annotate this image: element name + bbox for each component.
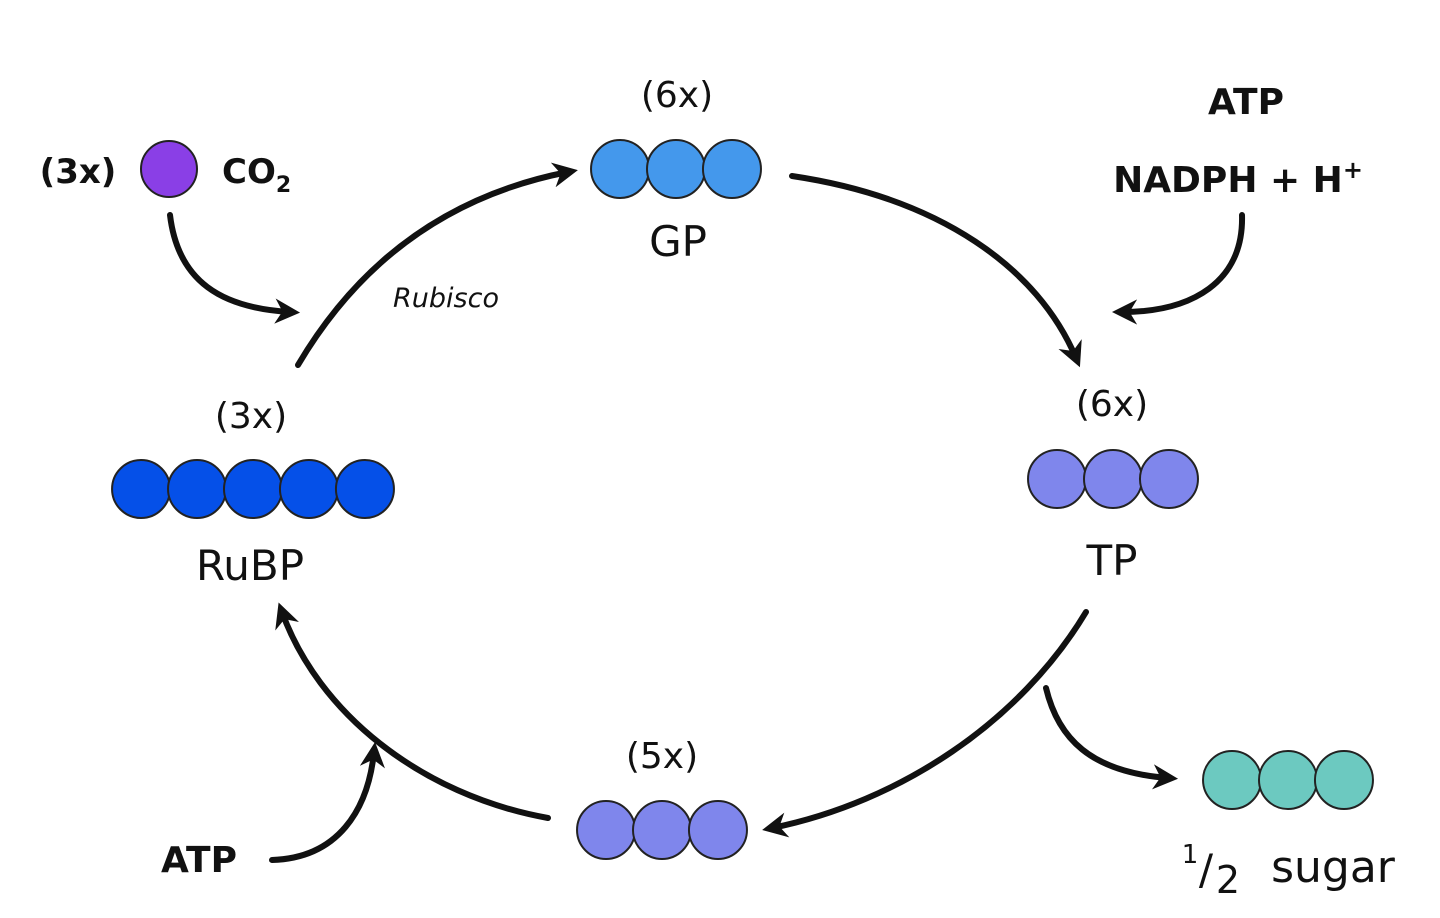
co2-carbon-circle (140, 140, 198, 198)
tp-count-label: (6x) (1076, 384, 1148, 425)
sugar-fraction-numerator: 1 (1182, 840, 1199, 870)
nadph-label: NADPH + H+ (1113, 156, 1363, 201)
rubp-carbon-circle (278, 459, 339, 519)
gp-count-label: (6x) (641, 75, 713, 116)
gp-carbon-circle (590, 139, 651, 199)
gp-label: GP (649, 217, 707, 266)
rubp-count-label: (3x) (215, 396, 287, 437)
rubp-label: RuBP (196, 541, 304, 590)
rubp-carbon-circle (223, 459, 283, 519)
regen-carbon-circle (632, 800, 692, 860)
sugar-carbon-circle (1258, 750, 1318, 810)
arrow-gp-to-tp (789, 173, 1082, 368)
cycle-arrows (167, 162, 1246, 863)
sugar-fraction-slash: / (1199, 845, 1214, 894)
gp-molecule (590, 139, 762, 199)
tp-carbon-circle (1027, 449, 1088, 509)
atp-top-label: ATP (1208, 82, 1284, 123)
arrow-tp-to-sugar (1043, 685, 1179, 790)
co2-subscript: 2 (276, 173, 291, 198)
sugar-label: sugar (1271, 842, 1396, 893)
tp-carbon-circle (1138, 449, 1199, 509)
tp-carbon-circle (1083, 449, 1143, 509)
tp-label: TP (1086, 536, 1138, 585)
enzyme-label: Rubisco (393, 283, 499, 314)
tp-molecule (1027, 449, 1199, 509)
regenerated-molecule (576, 800, 748, 860)
co2-count-label: (3x) (40, 152, 117, 192)
co2-molecule (140, 140, 198, 198)
rubp-molecule (111, 459, 395, 519)
arrow-co2-into-cycle (167, 212, 301, 324)
rubp-carbon-circle (167, 459, 228, 519)
atp-bottom-label: ATP (161, 840, 237, 881)
sugar-fraction-denominator: 2 (1216, 858, 1240, 902)
regen-carbon-circle (687, 800, 748, 860)
gp-carbon-circle (646, 139, 706, 199)
arrow-tp-to-regeneration (762, 609, 1089, 838)
sugar-carbon-circle (1313, 750, 1374, 810)
arrow-atp-into-cycle (269, 741, 385, 863)
arrow-atp-nadph-into-cycle (1111, 212, 1246, 325)
rubp-carbon-circle (334, 459, 395, 519)
arrow-regeneration-to-rubp (275, 602, 551, 821)
sugar-carbon-circle (1202, 750, 1263, 810)
regen-carbon-circle (576, 800, 637, 860)
gp-carbon-circle (701, 139, 762, 199)
co2-label: CO2 (222, 152, 291, 198)
arrow-rubp-to-gp (295, 162, 578, 368)
rubp-carbon-circle (111, 459, 172, 519)
nadph-superscript: + (1343, 156, 1363, 184)
sugar-molecule (1202, 750, 1374, 810)
regen-count-label: (5x) (626, 736, 698, 777)
